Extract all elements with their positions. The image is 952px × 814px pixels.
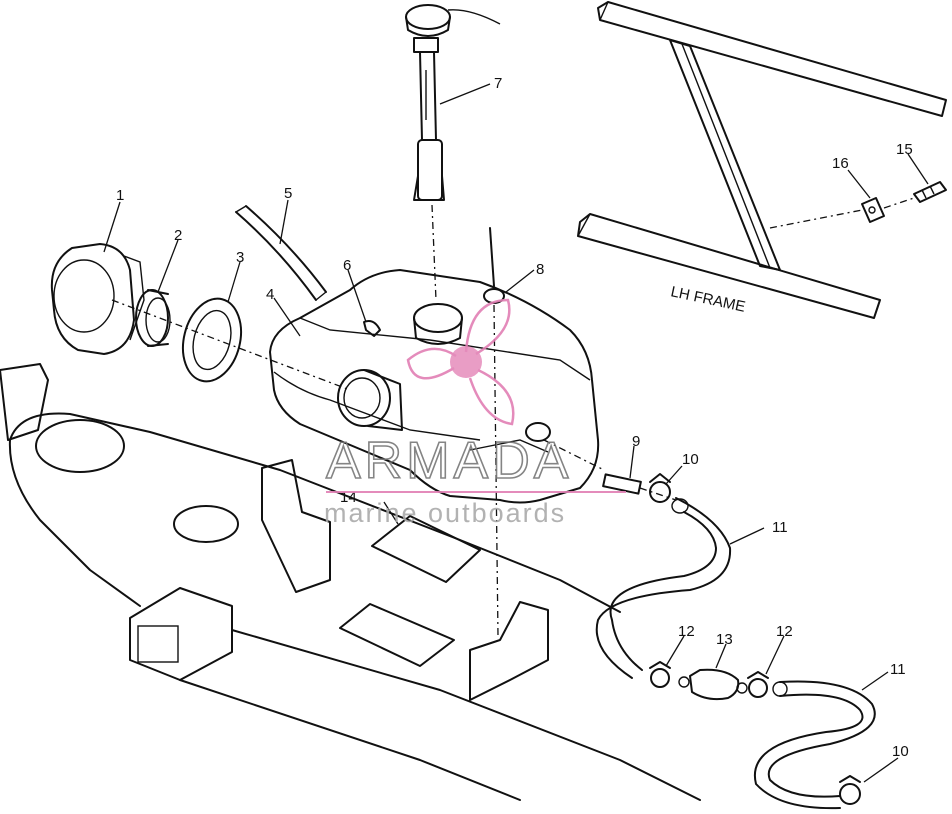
oil-tank [269, 269, 600, 504]
hose-clamp [839, 775, 861, 805]
filler-cap [50, 243, 145, 355]
callout-4: 4 [266, 286, 274, 303]
hose-clamp-small [363, 320, 381, 337]
inline-filter [678, 668, 748, 701]
leader-lines [103, 83, 929, 783]
callout-15: 15 [896, 141, 913, 158]
propeller-logo [406, 298, 515, 426]
hose-clamp [649, 661, 671, 688]
callout-6: 6 [343, 257, 351, 274]
dipstick [405, 4, 501, 301]
outlet-fitting [543, 439, 642, 495]
callout-10-upper: 10 [682, 451, 699, 468]
hose-clamp [747, 671, 769, 698]
callout-7: 7 [494, 75, 502, 92]
callout-8: 8 [536, 261, 544, 278]
callout-11-upper: 11 [772, 519, 788, 536]
oil-line-hose [753, 680, 876, 810]
gasket [181, 297, 243, 383]
hose-clamp [649, 473, 671, 503]
callout-12-left: 12 [678, 623, 695, 640]
callout-numbers: 1 2 3 4 5 6 7 8 9 10 11 12 13 12 11 10 1… [116, 75, 913, 760]
decal [371, 515, 481, 583]
frame-label: LH FRAME [669, 283, 747, 315]
chassis-mount [0, 363, 701, 801]
filler-neck-adapter [135, 289, 171, 347]
callout-11-lower: 11 [890, 661, 906, 678]
callout-5: 5 [284, 185, 292, 202]
callout-1: 1 [116, 187, 124, 204]
callout-16: 16 [832, 155, 849, 172]
callout-2: 2 [174, 227, 182, 244]
lh-frame [577, 1, 947, 319]
watermark-brand: ARMADA [326, 432, 572, 490]
callout-3: 3 [236, 249, 244, 266]
callout-14: 14 [340, 489, 357, 506]
callout-12-right: 12 [776, 623, 793, 640]
vent-hose [235, 205, 327, 301]
assembly-centerlines [111, 299, 677, 501]
oil-line-hose [595, 497, 732, 679]
callout-13: 13 [716, 631, 733, 648]
watermark: ARMADA marine outboards [324, 298, 626, 528]
watermark-tagline: marine outboards [324, 498, 566, 528]
callout-9: 9 [632, 433, 640, 450]
screw [913, 181, 947, 203]
callout-10-lower: 10 [892, 743, 909, 760]
clip [769, 197, 915, 229]
